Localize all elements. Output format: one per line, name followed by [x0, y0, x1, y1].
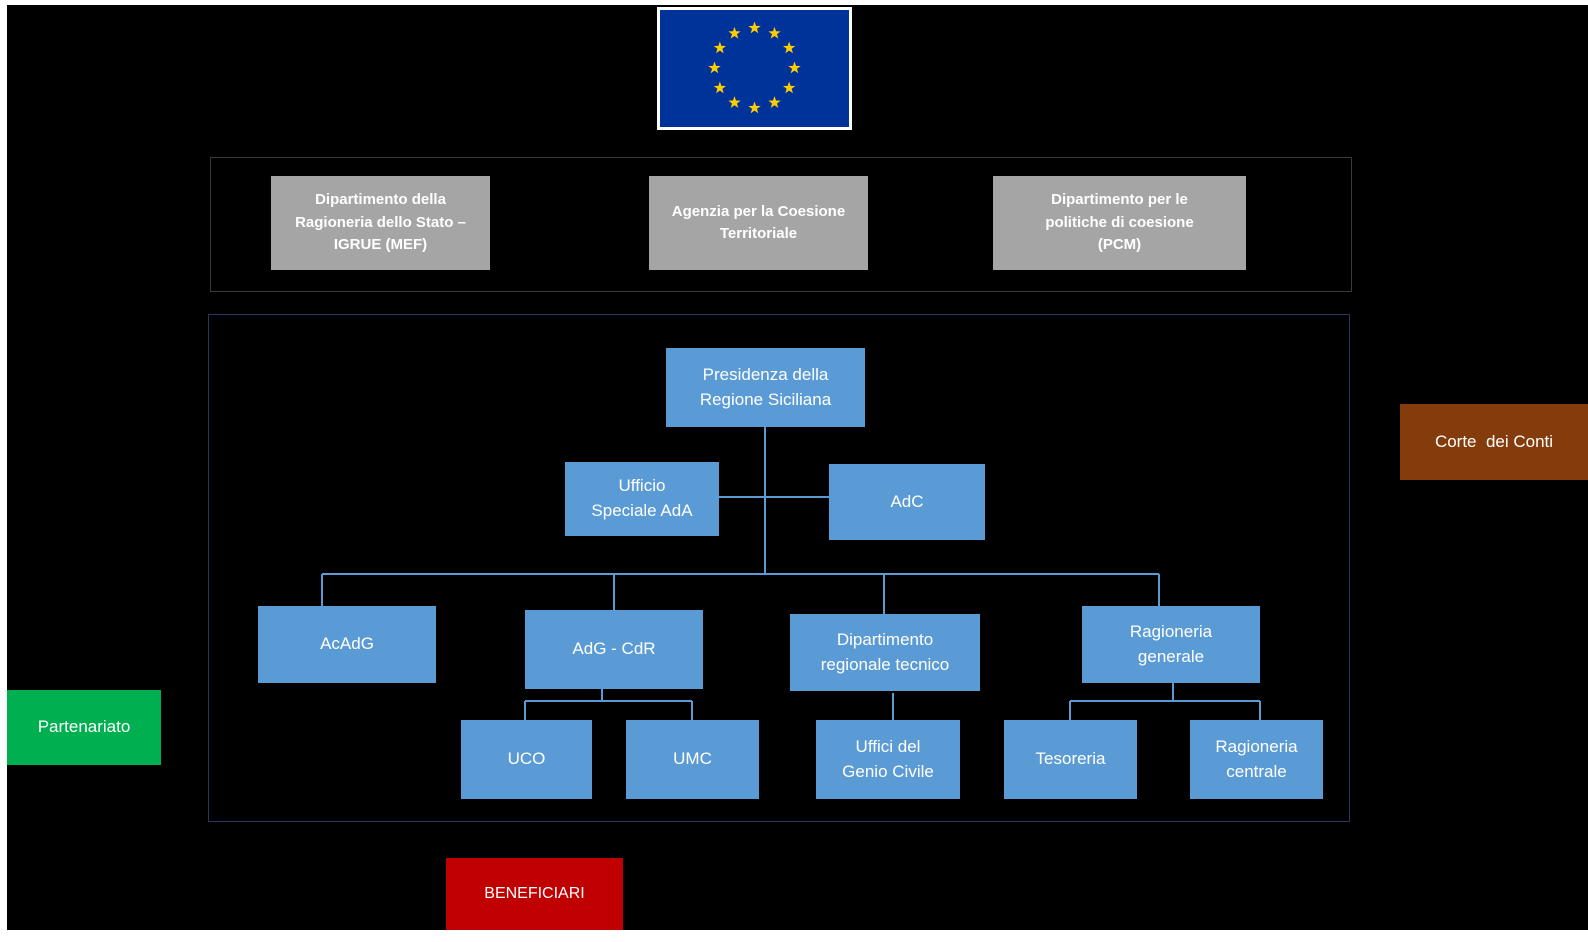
eu-star-icon [728, 26, 741, 39]
national-level-frame [210, 157, 1352, 292]
eu-star-icon [728, 96, 741, 108]
corte-dei-conti-box: Corte dei Conti [1400, 404, 1588, 480]
regional-level-frame [208, 314, 1350, 822]
tesoreria-box: Tesoreria [1004, 720, 1137, 799]
dip-regionale-tecnico-box: Dipartimento regionale tecnico [790, 614, 980, 691]
eu-star-icon [782, 41, 796, 54]
eu-stars [708, 21, 801, 114]
eu-star-icon [708, 61, 721, 74]
diagram-canvas: Dipartimento della Ragioneria dello Stat… [7, 5, 1588, 930]
ufficio-speciale-ada-box: Ufficio Speciale AdA [565, 462, 719, 536]
ragioneria-generale-box: Ragioneria generale [1082, 606, 1260, 683]
connector-lines [321, 427, 1261, 720]
agenzia-coesione-box: Agenzia per la Coesione Territoriale [649, 176, 868, 270]
umc-box: UMC [626, 720, 759, 799]
uco-box: UCO [461, 720, 592, 799]
adc-box: AdC [829, 464, 985, 540]
beneficiari-box: BENEFICIARI [446, 858, 623, 930]
partenariato-box: Partenariato [7, 690, 161, 765]
dip-politiche-coesione-box: Dipartimento per le politiche di coesion… [993, 176, 1246, 270]
eu-star-icon [713, 41, 727, 54]
eu-star-icon [748, 21, 761, 34]
eu-star-icon [768, 96, 781, 108]
presidenza-box: Presidenza della Regione Siciliana [666, 348, 865, 427]
igrue-mef-box: Dipartimento della Ragioneria dello Stat… [271, 176, 490, 270]
uffici-genio-civile-box: Uffici del Genio Civile [816, 720, 960, 799]
eu-star-icon [788, 61, 801, 74]
adg-cdr-box: AdG - CdR [525, 610, 703, 689]
eu-flag-icon [657, 7, 852, 130]
eu-star-icon [768, 26, 781, 39]
eu-star-icon [748, 101, 761, 114]
eu-star-icon [782, 81, 796, 94]
eu-star-icon [713, 81, 727, 94]
acadg-box: AcAdG [258, 606, 436, 683]
ragioneria-centrale-box: Ragioneria centrale [1190, 720, 1323, 799]
